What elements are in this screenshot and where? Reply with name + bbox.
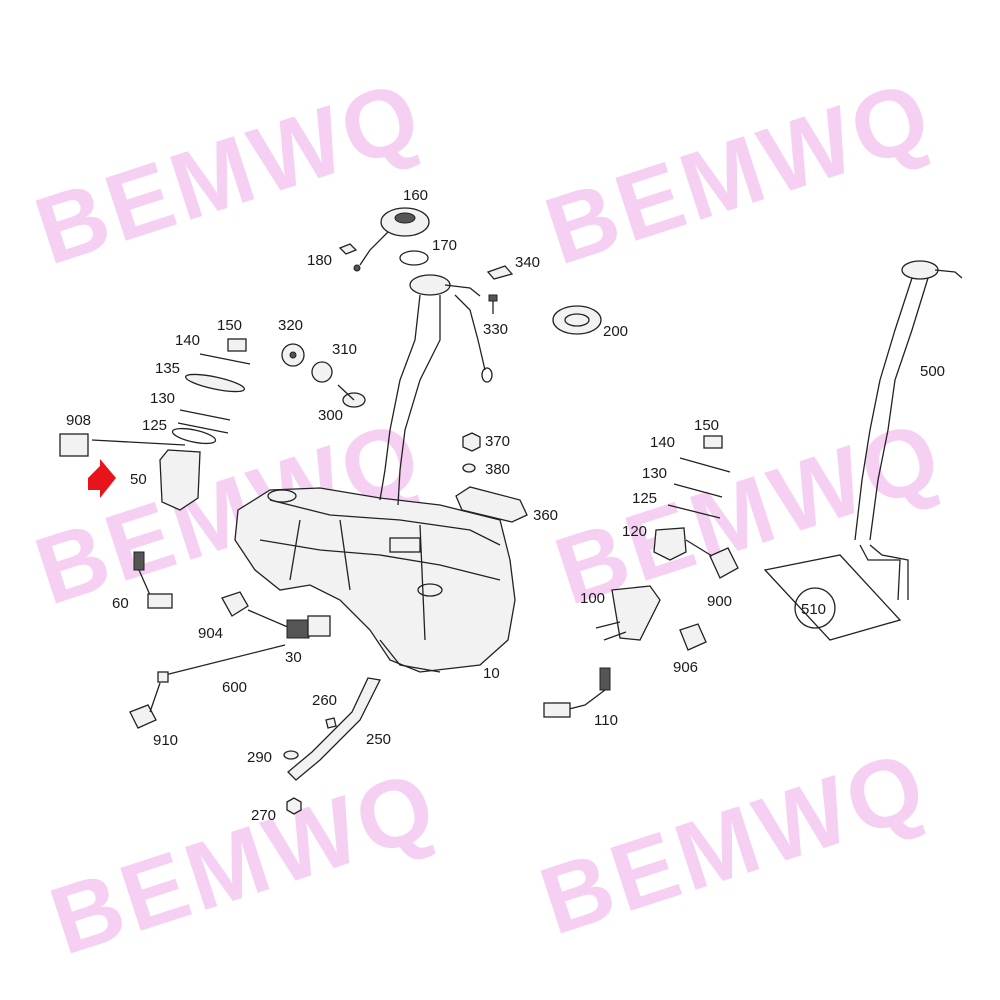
- label-290: 290: [247, 749, 272, 766]
- nut-part: [462, 432, 481, 452]
- fuel-cap-part: [338, 207, 430, 272]
- label-260: 260: [312, 692, 337, 709]
- pump-assembly-left: [59, 338, 251, 511]
- strap-part: [287, 677, 381, 781]
- label-30: 30: [285, 649, 302, 666]
- connector-part: [129, 704, 157, 729]
- label-125: 125: [632, 490, 657, 507]
- label-380: 380: [485, 461, 510, 478]
- sensor-part: [286, 615, 331, 639]
- connector-part: [221, 591, 249, 617]
- label-250: 250: [366, 731, 391, 748]
- label-150: 150: [694, 417, 719, 434]
- label-130: 130: [150, 390, 175, 407]
- label-50: 50: [130, 471, 147, 488]
- part-labels: 160 170 180 340 330 200 320 310 300 150 …: [66, 187, 945, 824]
- label-170: 170: [432, 237, 457, 254]
- plate-part: [486, 265, 514, 280]
- valve-part: [337, 384, 366, 408]
- bracket-part: [595, 585, 707, 651]
- gear-part: [311, 361, 333, 383]
- label-900: 900: [707, 593, 732, 610]
- filler-neck-part: [379, 274, 493, 506]
- label-906: 906: [673, 659, 698, 676]
- label-150: 150: [217, 317, 242, 334]
- label-300: 300: [318, 407, 343, 424]
- label-370: 370: [485, 433, 510, 450]
- label-910: 910: [153, 732, 178, 749]
- nut-part: [286, 797, 302, 815]
- level-sender-part: [133, 551, 173, 609]
- hose-kit-outline: [763, 554, 902, 641]
- seal-ring-part: [399, 250, 429, 266]
- label-60: 60: [112, 595, 129, 612]
- washer-part: [283, 750, 299, 760]
- label-320: 320: [278, 317, 303, 334]
- label-160: 160: [403, 187, 428, 204]
- highlight-arrow-icon: [88, 459, 116, 498]
- cover-part: [552, 305, 602, 335]
- label-180: 180: [307, 252, 332, 269]
- fuel-tank-part: [234, 487, 516, 673]
- level-sender-part: [543, 667, 611, 718]
- label-500: 500: [920, 363, 945, 380]
- label-600: 600: [222, 679, 247, 696]
- label-110: 110: [594, 712, 618, 729]
- label-908: 908: [66, 412, 91, 429]
- label-120: 120: [622, 523, 647, 540]
- bolt-part: [488, 294, 498, 314]
- label-135: 135: [155, 360, 180, 377]
- washer-part: [462, 463, 476, 473]
- pump-assembly-right: [653, 435, 739, 579]
- label-10: 10: [483, 665, 500, 682]
- label-510: 510: [801, 601, 826, 618]
- label-200: 200: [603, 323, 628, 340]
- rod-part: [164, 644, 286, 676]
- label-140: 140: [650, 434, 675, 451]
- label-140: 140: [175, 332, 200, 349]
- pad-part: [455, 486, 528, 523]
- label-904: 904: [198, 625, 223, 642]
- label-310: 310: [332, 341, 357, 358]
- label-270: 270: [251, 807, 276, 824]
- label-330: 330: [483, 321, 508, 338]
- label-360: 360: [533, 507, 558, 524]
- label-130: 130: [642, 465, 667, 482]
- label-340: 340: [515, 254, 540, 271]
- label-100: 100: [580, 590, 605, 607]
- label-125: 125: [142, 417, 167, 434]
- filler-pipe-part: [854, 260, 963, 601]
